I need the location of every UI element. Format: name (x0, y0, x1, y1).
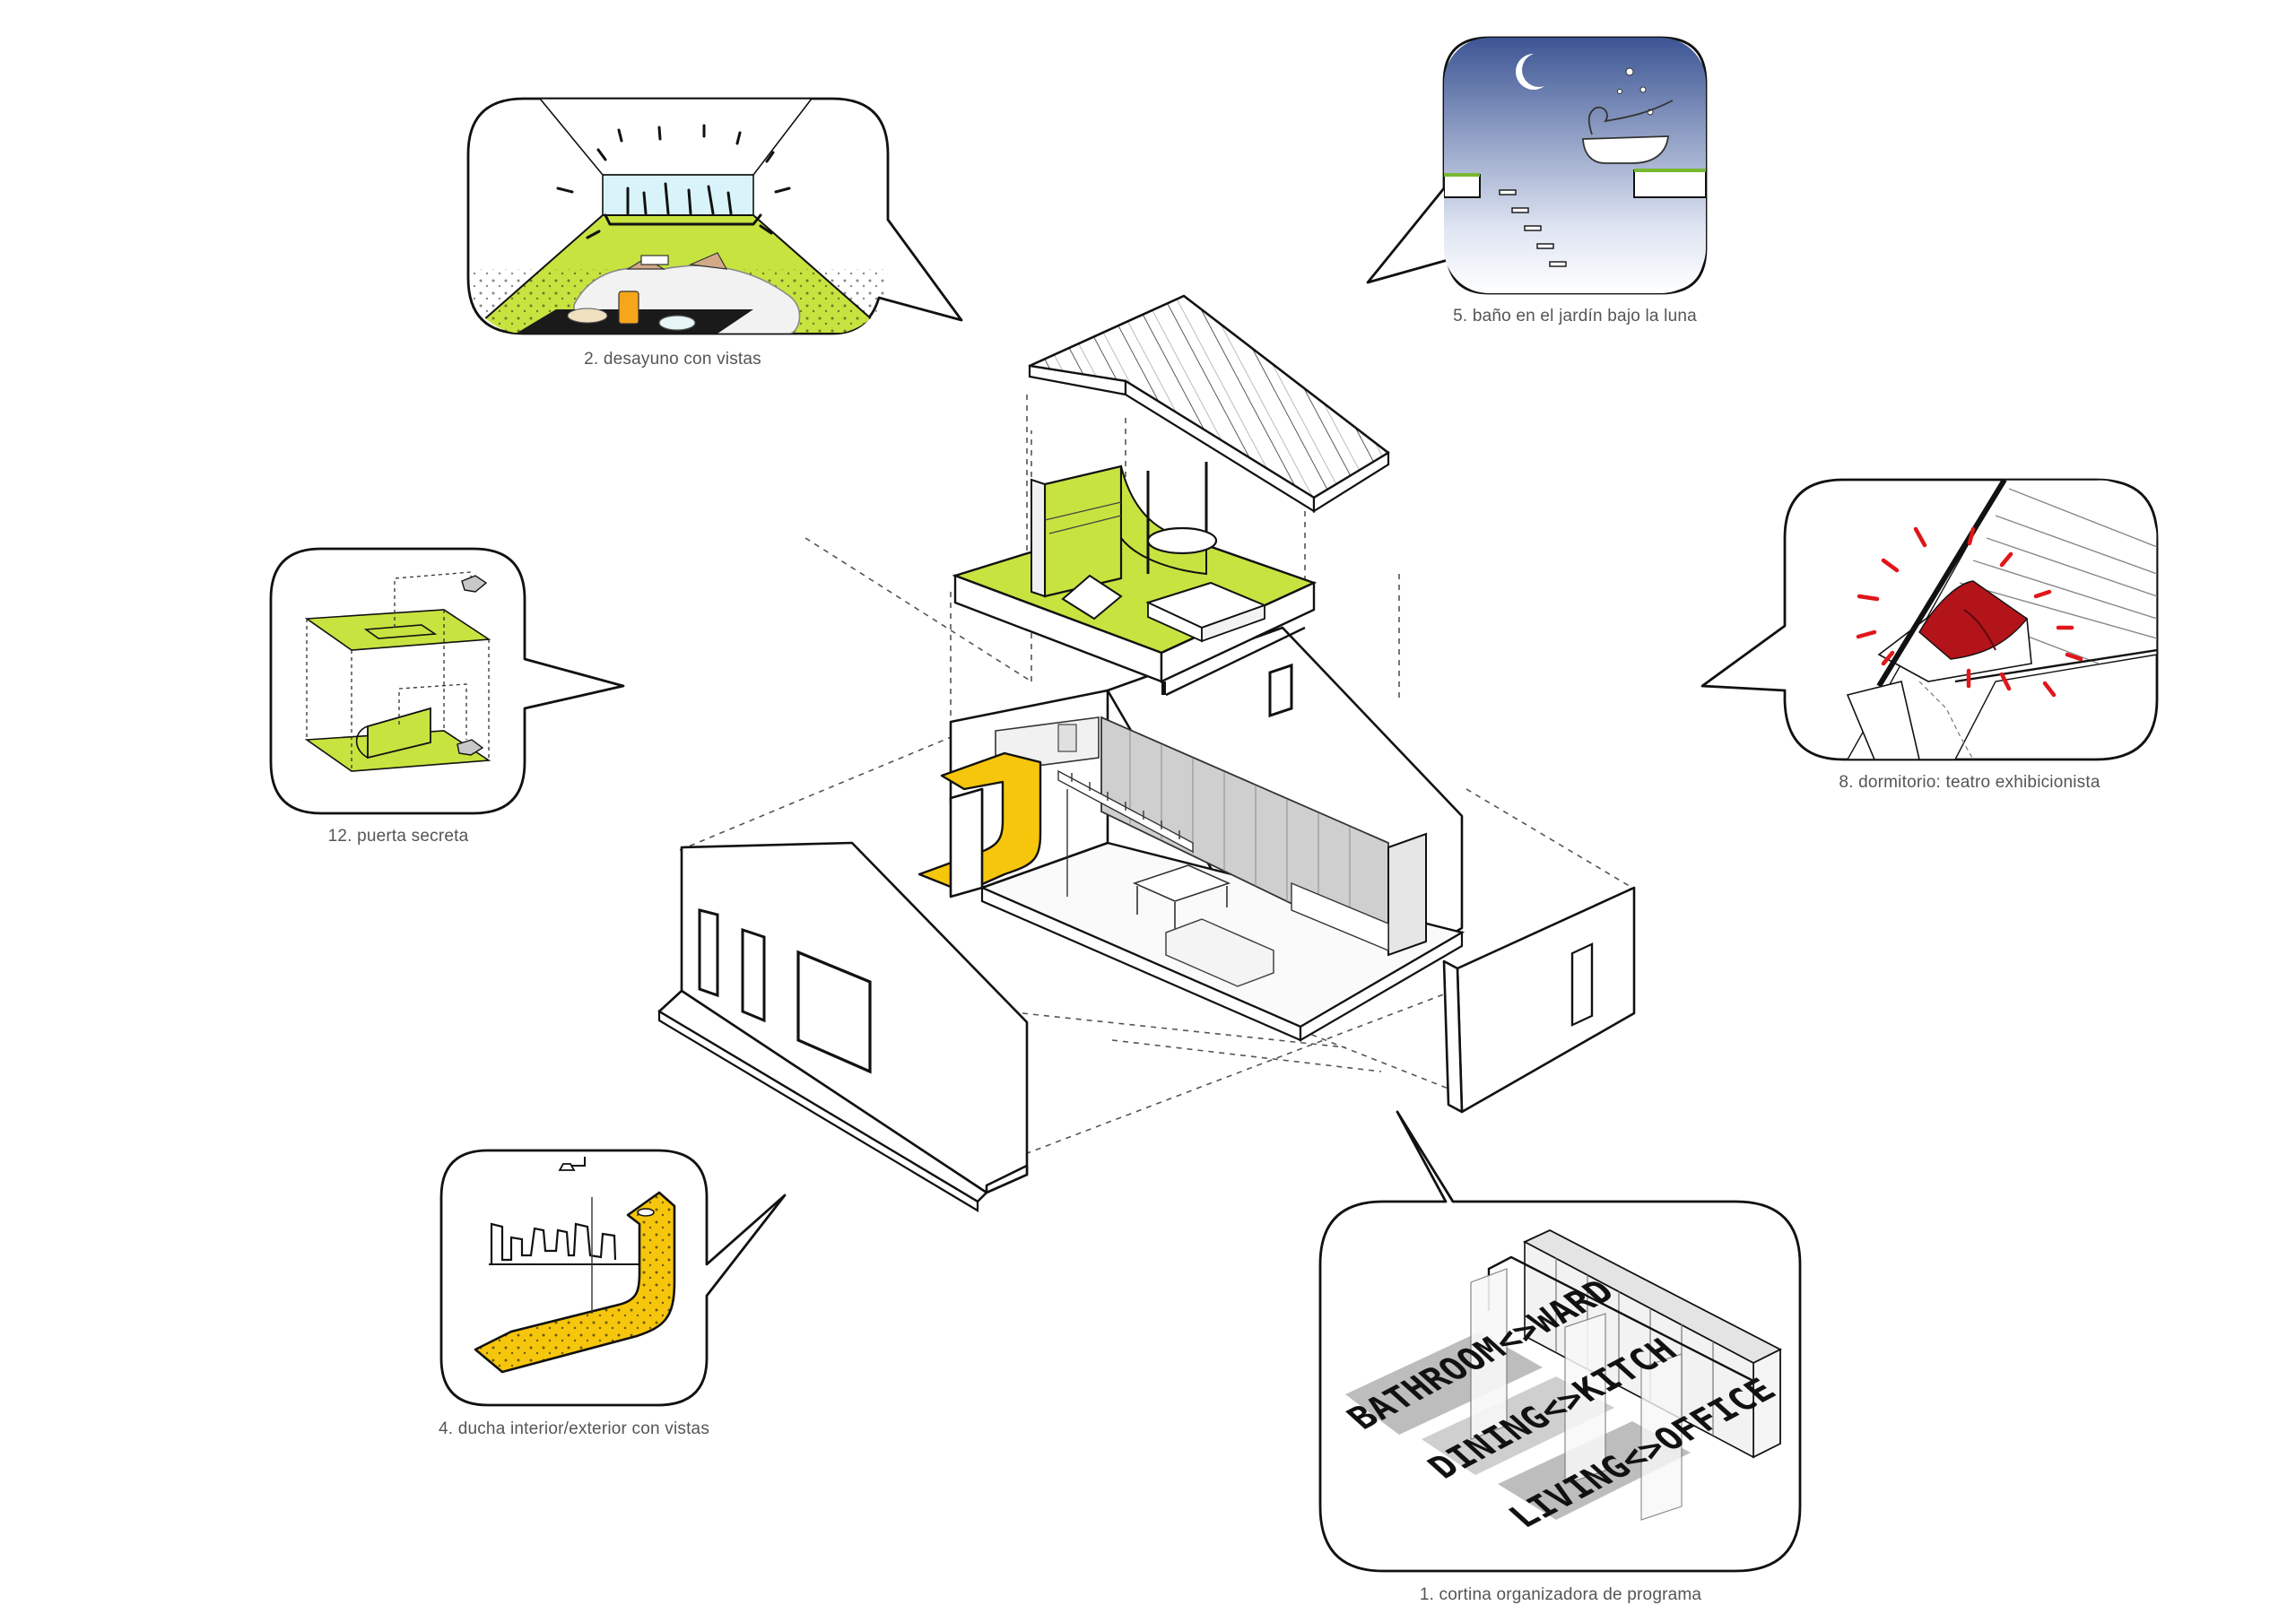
red-dashes (1856, 526, 2083, 698)
caption-program-curtain: 1. cortina organizadora de programa (1419, 1585, 1702, 1604)
bubble-breakfast (466, 97, 963, 335)
shower-ribbon (918, 751, 1042, 894)
upper-floor (952, 462, 1318, 697)
bubble-moon-bath (1366, 36, 1708, 295)
ground-floor-volume (918, 626, 1465, 1042)
exploded-house (657, 294, 1636, 1212)
stairs (1057, 769, 1194, 854)
sun-rays (556, 124, 791, 239)
shower-head-icon (558, 1157, 655, 1217)
dining-table (1132, 864, 1231, 931)
bubble-secret-door (269, 547, 625, 815)
sofa (1165, 918, 1274, 987)
right-gable-wall (1442, 886, 1636, 1114)
bubble-shower (439, 1149, 787, 1407)
moon-icon (1516, 54, 1544, 90)
roof (1028, 294, 1390, 513)
bubble-program-curtain: BATHROOM<>WARD DINING<>KITCH LIVING<>OFF… (1318, 1110, 1802, 1573)
caption-moon-bath: 5. baño en el jardín bajo la luna (1453, 307, 1697, 325)
caption-shower: 4. ducha interior/exterior con vistas (438, 1419, 710, 1438)
door-icon (367, 707, 431, 759)
bathtub-icon (1146, 526, 1218, 555)
caption-secret-door: 12. puerta secreta (327, 827, 469, 846)
caption-breakfast: 2. desayuno con vistas (584, 350, 761, 369)
caption-theatre-bedroom: 8. dormitorio: teatro exhibicionista (1839, 773, 2100, 792)
bubble-theatre-bedroom (1700, 478, 2159, 761)
curtain-icon (1918, 580, 2029, 660)
left-gable-wall (657, 841, 1029, 1212)
